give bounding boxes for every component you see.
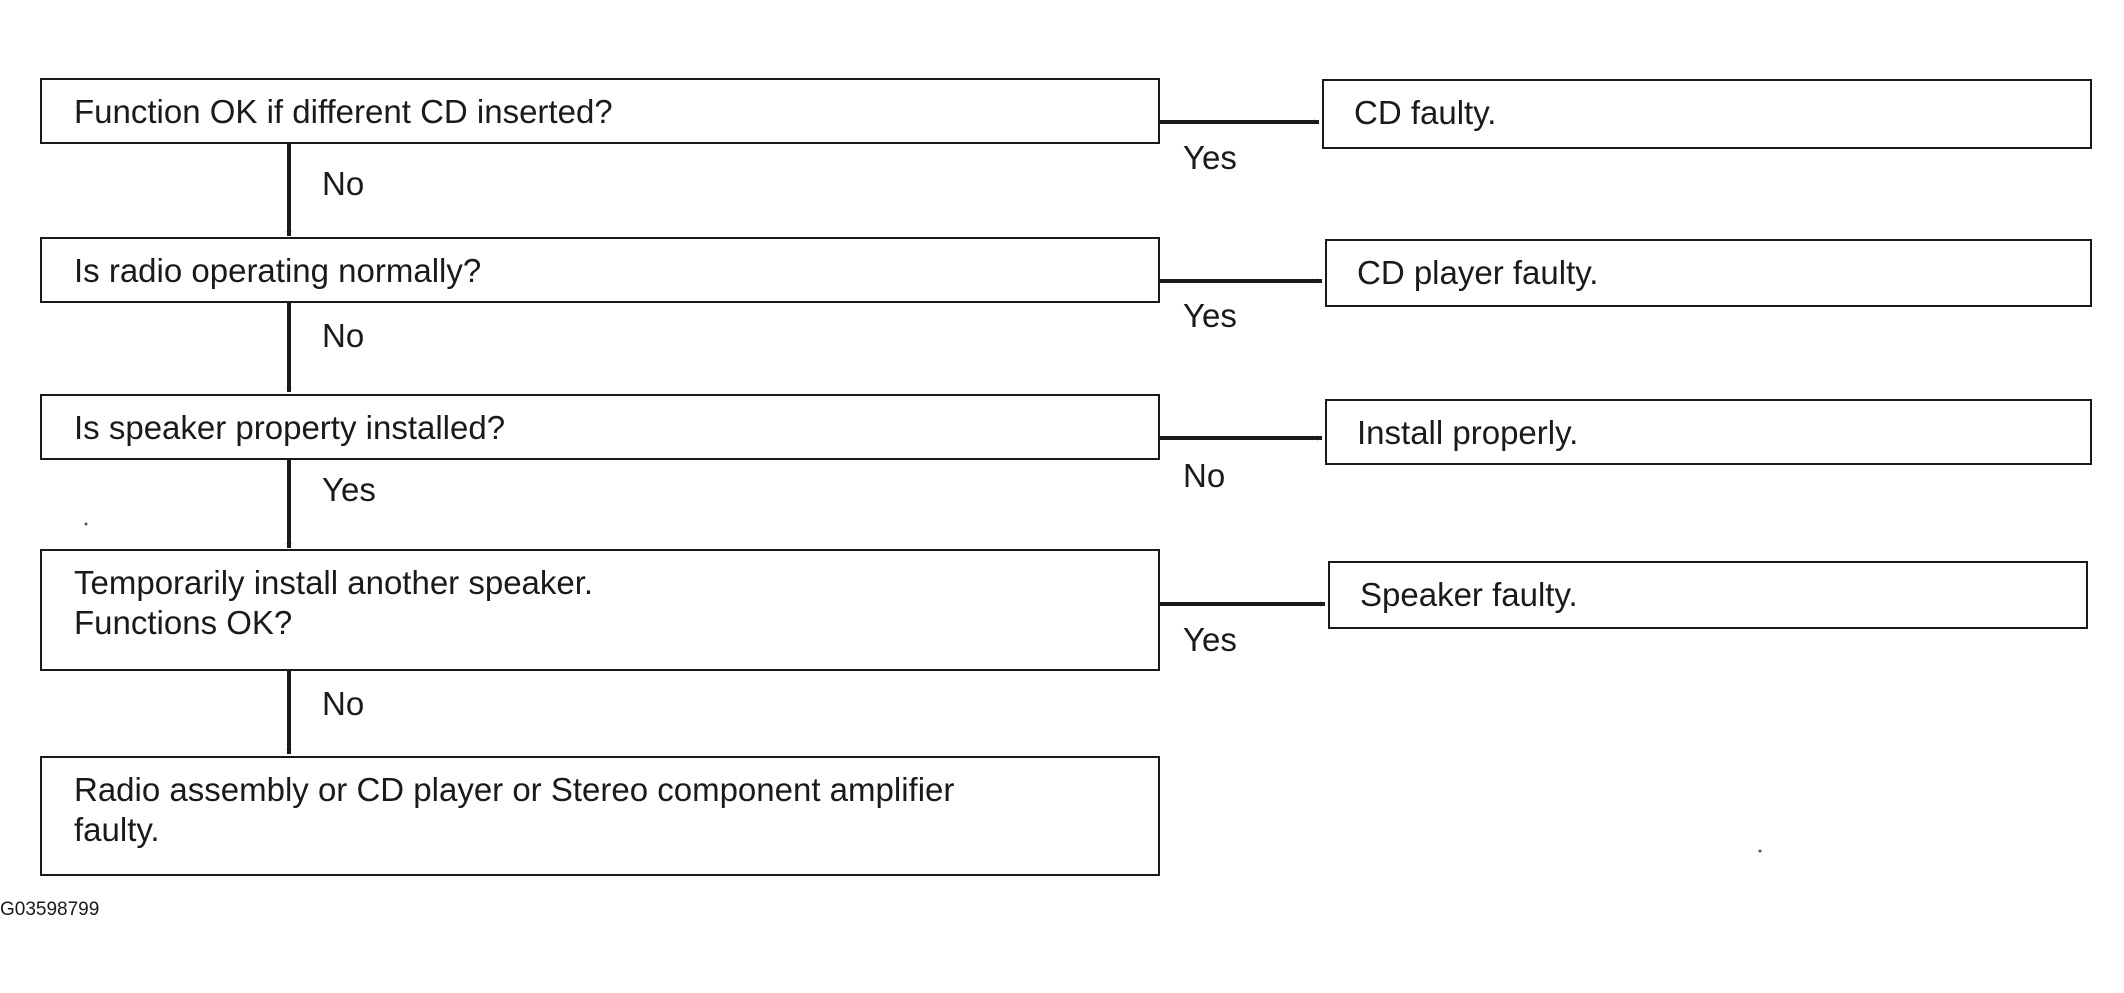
result-box-4: Speaker faulty. — [1328, 561, 2088, 629]
question-box-2: Is radio operating normally? — [40, 237, 1160, 303]
question-box-3: Is speaker property installed? — [40, 394, 1160, 460]
result-box-2: CD player faulty. — [1325, 239, 2092, 307]
yes-label-4: Yes — [1183, 621, 1237, 658]
speck-dot — [1758, 849, 1762, 853]
figure-code: G03598799 — [0, 899, 100, 920]
yes-label-3: Yes — [322, 471, 376, 508]
question-text-2: Is radio operating normally? — [74, 252, 482, 289]
no-label-4: No — [322, 685, 365, 722]
result-text-1: CD faulty. — [1354, 94, 1497, 131]
result-text-2: CD player faulty. — [1357, 254, 1599, 291]
result-box-3: Install properly. — [1325, 399, 2092, 465]
final-result-text: Radio assembly or CD player or Stereo co… — [74, 771, 955, 848]
yes-label-1: Yes — [1183, 139, 1237, 176]
no-label-3: No — [1183, 457, 1226, 494]
result-text-4: Speaker faulty. — [1360, 576, 1578, 613]
question-text-4: Temporarily install another speaker. Fun… — [74, 564, 594, 641]
no-label-1: No — [322, 165, 365, 202]
yes-label-2: Yes — [1183, 297, 1237, 334]
question-text-3: Is speaker property installed? — [74, 409, 506, 446]
question-text-1: Function OK if different CD inserted? — [74, 93, 613, 130]
no-label-2: No — [322, 317, 365, 354]
final-result-box: Radio assembly or CD player or Stereo co… — [40, 756, 1160, 876]
question-box-1: Function OK if different CD inserted? — [40, 78, 1160, 144]
result-text-3: Install properly. — [1357, 414, 1579, 451]
question-box-4: Temporarily install another speaker. Fun… — [40, 549, 1160, 671]
speck-dot — [84, 522, 88, 526]
result-box-1: CD faulty. — [1322, 79, 2092, 149]
